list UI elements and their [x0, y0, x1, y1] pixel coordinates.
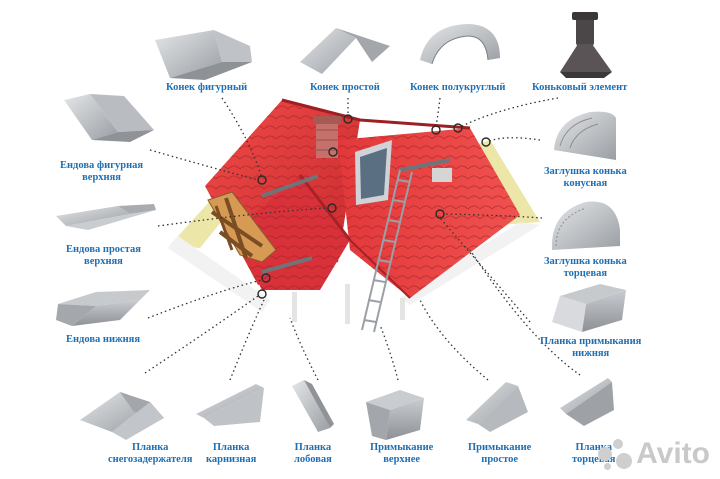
valley-figured-upper-piece — [64, 94, 154, 142]
label-planka-snego: Планка снегозадержателя — [108, 442, 192, 466]
label-planka-primykaniya: Планка примыкания нижняя — [540, 336, 641, 360]
label-line: торцевая — [563, 268, 608, 279]
roof-window — [355, 140, 392, 205]
upper-abutment-piece — [366, 390, 424, 440]
label-konek-prostoy: Конек простой — [310, 82, 380, 93]
label-line: Примыкание — [468, 442, 532, 453]
ridge-vent-element — [560, 12, 612, 78]
watermark-text: Avito — [636, 437, 710, 470]
valley-lower-piece — [56, 290, 150, 326]
label-line: Заглушка конька — [544, 166, 627, 177]
label-primykanie-verhnee: Примыкание верхнее — [370, 442, 433, 466]
label-line: торцевая — [572, 454, 616, 465]
label-primykanie-prostoe: Примыкание простое — [468, 442, 531, 466]
label-line: Планка — [294, 442, 332, 453]
valley-simple-upper-piece — [56, 204, 156, 230]
half-round-ridge-piece — [420, 24, 500, 65]
label-line: конусная — [563, 178, 608, 189]
snow-guard-strip-piece — [80, 392, 164, 440]
label-zaglushka-konusnaya: Заглушка конька конусная — [544, 166, 627, 190]
label-line: лобовая — [294, 454, 332, 465]
label-endova-nizhnyaya: Ендова нижняя — [66, 334, 141, 345]
label-line: верхнее — [383, 454, 421, 465]
label-line: Планка — [212, 442, 250, 453]
label-konek-polukrugly: Конек полукруглый — [410, 82, 506, 93]
house-illustration — [168, 98, 540, 333]
wood-frame — [207, 191, 277, 263]
ridge-cap-conical-piece — [554, 111, 616, 160]
label-line: Ендова простая — [66, 244, 141, 255]
lower-abutment-strip-piece — [552, 284, 626, 332]
label-konek-figurny: Конек фигурный — [166, 82, 248, 93]
label-endova-prostaya: Ендова простая верхняя — [66, 244, 141, 268]
avito-logo-icon — [598, 437, 633, 471]
simple-abutment-piece — [466, 382, 528, 432]
label-zaglushka-torcevaya: Заглушка конька торцевая — [544, 256, 627, 280]
figured-ridge-piece — [155, 30, 252, 80]
label-line: Заглушка конька — [544, 256, 627, 267]
label-line: верхняя — [84, 256, 123, 267]
leader-lines — [144, 97, 581, 381]
label-line: Ендова фигурная — [60, 160, 144, 171]
label-planka-karniz: Планка карнизная — [206, 442, 256, 466]
roof-ladder — [361, 169, 413, 333]
label-line: Планка — [131, 442, 169, 453]
ridge-cap-end-piece — [551, 201, 620, 250]
label-line: нижняя — [572, 348, 610, 359]
end-strip-piece — [560, 378, 614, 426]
label-planka-lobovaya: Планка лобовая — [294, 442, 332, 466]
label-line: Планка — [575, 442, 612, 453]
simple-ridge-piece — [300, 28, 390, 74]
label-line: верхняя — [82, 172, 121, 183]
label-line: снегозадержателя — [108, 454, 193, 465]
label-line: Планка примыкания — [540, 336, 642, 347]
label-line: карнизная — [206, 454, 257, 465]
frontal-strip-piece — [292, 380, 334, 432]
label-endova-figurnaya: Ендова фигурная верхняя — [60, 160, 143, 184]
label-line: Примыкание — [370, 442, 434, 453]
label-konkovy-element: Коньковый элемент — [532, 82, 628, 93]
eaves-strip-piece — [196, 384, 264, 426]
avito-watermark: Avito — [598, 437, 710, 471]
label-planka-torcevaya: Планка торцевая — [572, 442, 615, 466]
label-line: простое — [481, 454, 519, 465]
